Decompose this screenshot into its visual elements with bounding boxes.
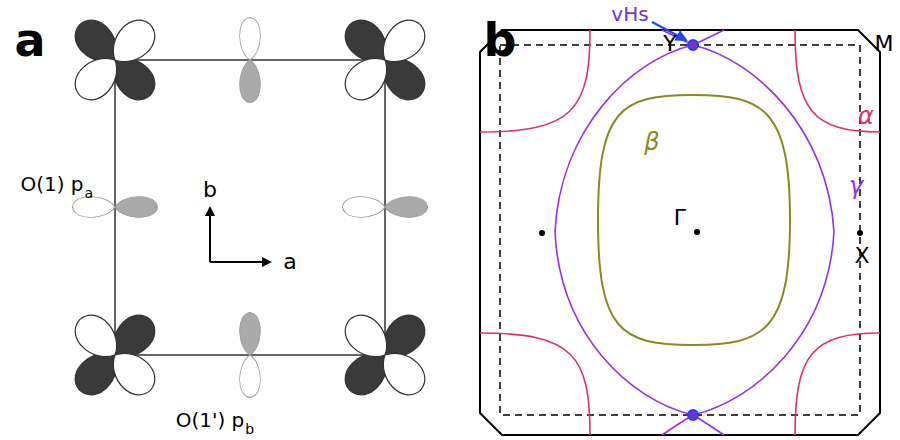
sheet-label: γ bbox=[849, 174, 863, 198]
dxy-orbital bbox=[67, 307, 162, 402]
dxy-orbital bbox=[337, 12, 432, 107]
dxy-orbital bbox=[337, 307, 432, 402]
high-symmetry-point bbox=[539, 230, 545, 236]
point-label: Γ bbox=[674, 207, 686, 229]
orbital-label: O(1') p bbox=[176, 410, 245, 430]
orbital-label: O(1) p bbox=[20, 174, 83, 194]
point-label: X bbox=[854, 245, 869, 267]
axis-label: a bbox=[283, 251, 296, 273]
unit-cell bbox=[115, 60, 385, 355]
beta-sheet bbox=[598, 95, 790, 345]
brillouin-zone bbox=[480, 30, 880, 435]
axis-arrow bbox=[209, 208, 211, 262]
high-symmetry-point bbox=[694, 229, 700, 235]
point-label: Y bbox=[663, 33, 676, 55]
vhs-point bbox=[688, 410, 698, 420]
pb-orbital bbox=[240, 313, 261, 398]
alpha-sheet bbox=[480, 30, 880, 435]
orbital-subscript: a bbox=[85, 186, 94, 200]
gamma-sheet bbox=[555, 30, 834, 435]
dxy-orbital bbox=[67, 12, 162, 107]
axis-arrow bbox=[210, 261, 270, 263]
sheet-label: α bbox=[858, 104, 874, 128]
axis-label: b bbox=[203, 179, 217, 201]
panel-letter: a bbox=[14, 17, 45, 63]
pa-orbital bbox=[73, 197, 158, 218]
orbital-subscript: b bbox=[245, 422, 254, 436]
pa-orbital bbox=[343, 197, 428, 218]
sheet-label: β bbox=[644, 130, 659, 154]
point-label: M bbox=[875, 33, 894, 55]
panel-letter: b bbox=[484, 17, 517, 63]
pb-orbital bbox=[240, 17, 261, 102]
high-symmetry-point bbox=[857, 230, 863, 236]
point-label: vHs bbox=[611, 4, 648, 24]
vhs-point bbox=[688, 40, 698, 50]
